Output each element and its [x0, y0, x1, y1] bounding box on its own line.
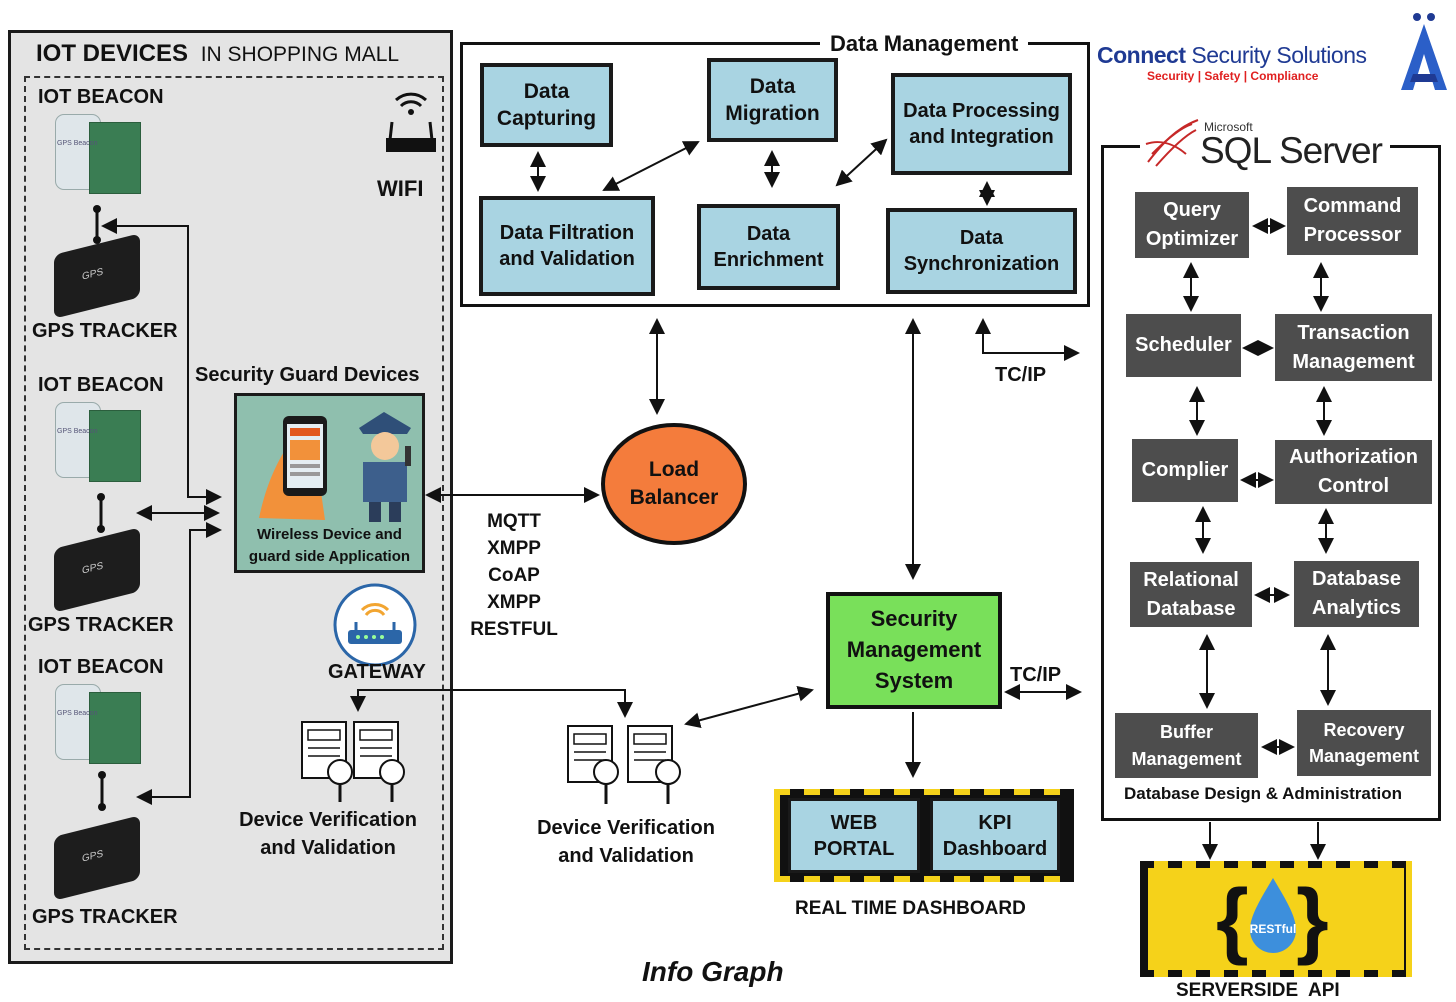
security-management-label: Security Management System: [846, 606, 982, 693]
brand-name-bold: Connect: [1097, 42, 1186, 68]
beacon-device-3: GPS Beacon: [55, 684, 141, 764]
iot-title-rest: IN SHOPPING MALL: [200, 43, 400, 66]
authorization-control-box: Authorization Control: [1275, 440, 1432, 504]
gateway-icon: [333, 583, 417, 667]
compiler-box: Complier: [1132, 439, 1238, 502]
data-synchronization-box: Data Synchronization: [886, 208, 1077, 294]
scheduler-box: Scheduler: [1126, 314, 1241, 377]
footer-info-graph: Info Graph: [642, 956, 784, 987]
protocol-item: XMPP: [487, 538, 541, 559]
data-capturing-box: Data Capturing: [480, 63, 613, 147]
beacon-device-1: GPS Beacon: [55, 114, 141, 194]
kpi-dashboard-box[interactable]: KPI Dashboard: [930, 798, 1060, 873]
iot-inner-dashed: [24, 76, 444, 950]
iot-title-bold: IOT DEVICES: [36, 40, 189, 67]
relational-database-box: Relational Database: [1130, 562, 1252, 627]
tcp-ip-label-bottom: TC/IP: [1010, 664, 1062, 686]
transaction-management-box: Transaction Management: [1275, 314, 1432, 381]
protocol-item: CoAP: [488, 565, 540, 586]
beacon-text-2: GPS Beacon: [57, 428, 98, 435]
beacon-text-1: GPS Beacon: [57, 140, 98, 147]
tracker-label-3: GPS TRACKER: [32, 906, 178, 928]
data-enrichment-box: Data Enrichment: [697, 204, 840, 290]
load-balancer-label: Load Balancer: [629, 457, 719, 509]
beacon-text-3: GPS Beacon: [57, 710, 98, 717]
protocol-item: MQTT: [487, 511, 541, 532]
brand-logo: Connect Security Solutions Security | Sa…: [1097, 42, 1397, 83]
verification-label-middle: Device Verification and Validation: [537, 817, 715, 867]
brand-a-logo-icon: [1401, 13, 1447, 90]
verification-label-left: Device Verification and Validation: [239, 809, 417, 859]
wifi-label: WIFI: [377, 176, 424, 201]
command-processor-box: Command Processor: [1287, 187, 1418, 255]
brand-name-rest: Security Solutions: [1191, 42, 1367, 68]
restful-badge: RESTful: [1249, 922, 1297, 936]
database-analytics-box: Database Analytics: [1294, 561, 1419, 627]
wifi-router-icon: [386, 92, 436, 152]
svg-text:}: }: [1296, 872, 1329, 966]
sql-title: SQL Server: [1200, 130, 1383, 171]
data-migration-box: Data Migration: [707, 58, 838, 142]
data-management-panel: [460, 42, 1090, 307]
verification-docs-icon: [567, 725, 681, 804]
security-guard-icon: [359, 412, 411, 522]
sql-caption: Database Design & Administration: [1124, 784, 1403, 803]
serverside-api-label: SERVERSIDE API: [1176, 980, 1340, 1001]
brand-tagline: Security | Safety | Compliance: [1147, 69, 1319, 83]
guard-caption: Wireless Device and guard side Applicati…: [248, 526, 411, 565]
buffer-management-box: Buffer Management: [1115, 713, 1258, 778]
protocol-item: XMPP: [487, 592, 541, 613]
data-filtration-box: Data Filtration and Validation: [479, 196, 655, 296]
restful-api-icon: { }: [1216, 872, 1329, 966]
iot-panel-title: IOT DEVICES IN SHOPPING MALL: [36, 40, 399, 68]
protocol-item: RESTFUL: [470, 619, 558, 640]
data-processing-box: Data Processing and Integration: [891, 73, 1072, 175]
sql-ms-label: Microsoft: [1204, 120, 1253, 134]
beacon-label-1: IOT BEACON: [38, 86, 164, 108]
recovery-management-box: Recovery Management: [1297, 710, 1431, 776]
realtime-dashboard-label: REAL TIME DASHBOARD: [795, 898, 1026, 919]
data-management-title: Data Management: [820, 31, 1029, 57]
gateway-label: GATEWAY: [328, 661, 426, 683]
tcp-ip-label-top: TC/IP: [995, 364, 1047, 386]
sql-server-header: Microsoft SQL Server: [1140, 112, 1390, 174]
beacon-label-3: IOT BEACON: [38, 656, 164, 678]
verification-docs-icon: [301, 721, 405, 802]
protocol-list: MQTT XMPP CoAP XMPP RESTFUL: [466, 508, 562, 643]
smartphone-hand-icon: [259, 416, 327, 520]
sql-server-logo-icon: [1145, 119, 1199, 167]
guard-devices-title: Security Guard Devices: [195, 364, 420, 386]
guard-devices-box: Wireless Device and guard side Applicati…: [234, 393, 425, 573]
web-portal-box[interactable]: WEB PORTAL: [788, 798, 920, 873]
load-balancer-node: Load Balancer: [601, 423, 747, 545]
query-optimizer-box: Query Optimizer: [1135, 192, 1249, 258]
svg-text:{: {: [1216, 872, 1249, 966]
security-management-system-box: Security Management System: [826, 592, 1002, 709]
